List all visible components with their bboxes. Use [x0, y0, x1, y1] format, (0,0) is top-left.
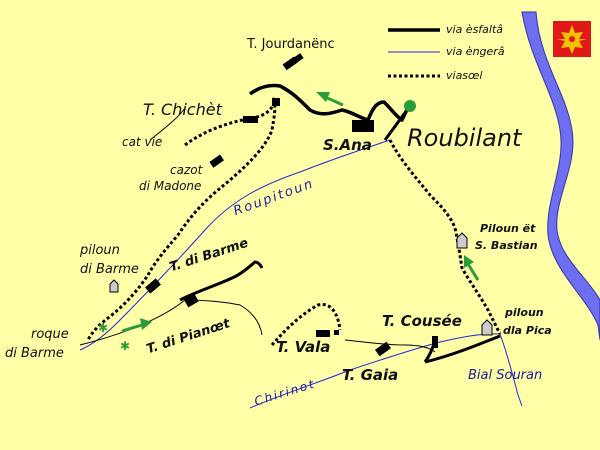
- label-t-cousee: T. Cousée: [382, 312, 462, 330]
- bial-souran-stream: [499, 333, 523, 407]
- label-piloun-pica: piloun: [505, 306, 544, 319]
- roupitoun-stream: [79, 139, 391, 351]
- label-piloun-bastian: Piloun ët: [480, 222, 536, 235]
- label-t-vala: T. Vala: [276, 338, 331, 356]
- legend-paved-label: via èsfaltâ: [446, 23, 504, 36]
- label-t-gaia: T. Gaia: [342, 366, 399, 384]
- star-icon: ✱: [98, 321, 108, 335]
- trail: [270, 302, 342, 346]
- chapel-icon: [456, 232, 468, 249]
- label-chichet: T. Chichèt: [143, 100, 222, 119]
- label-piloun-bastian-line2: S. Bastian: [475, 239, 538, 252]
- green-arrow-icon: [121, 318, 152, 333]
- label-cazot: cazot: [170, 163, 203, 177]
- river: [521, 11, 600, 341]
- label-cat-vie: cat vie: [122, 135, 163, 149]
- label-roque-line2: di Barme: [5, 346, 64, 361]
- label-roque: roque: [31, 327, 69, 342]
- paved-road: [424, 334, 501, 364]
- start-dot-icon: [404, 100, 416, 112]
- label-cazot-line2: di Madone: [139, 179, 202, 193]
- buildings: [145, 53, 438, 357]
- legend-trail-label: viasœl: [446, 69, 483, 82]
- graveled-road: [149, 107, 186, 141]
- legend-graveled-label: via èngerâ: [446, 45, 505, 58]
- chirinot-stream: [249, 333, 501, 409]
- label-piloun-pica-line2: dla Pica: [503, 324, 552, 337]
- label-town: Roubilant: [407, 124, 522, 152]
- green-arrow-icon: [464, 255, 480, 281]
- label-jourdanenc: T. Jourdanënc: [247, 37, 335, 52]
- green-arrow-icon: [316, 92, 344, 107]
- chapel-icon: [481, 319, 493, 336]
- label-bial-souran: Bial Souran: [468, 368, 543, 383]
- trail: [86, 96, 277, 341]
- label-s-ana: S.Ana: [323, 136, 372, 154]
- occitan-cross-icon: [553, 21, 591, 57]
- trail: [388, 139, 502, 335]
- label-piloun-barme-line2: di Barme: [80, 262, 139, 277]
- paved-road: [179, 260, 264, 302]
- graveled-road: [344, 339, 436, 353]
- paved-road: [383, 105, 412, 141]
- chapel-icon: [109, 279, 119, 293]
- star-icon: ✱: [120, 339, 130, 353]
- label-piloun-barme: piloun: [80, 243, 120, 258]
